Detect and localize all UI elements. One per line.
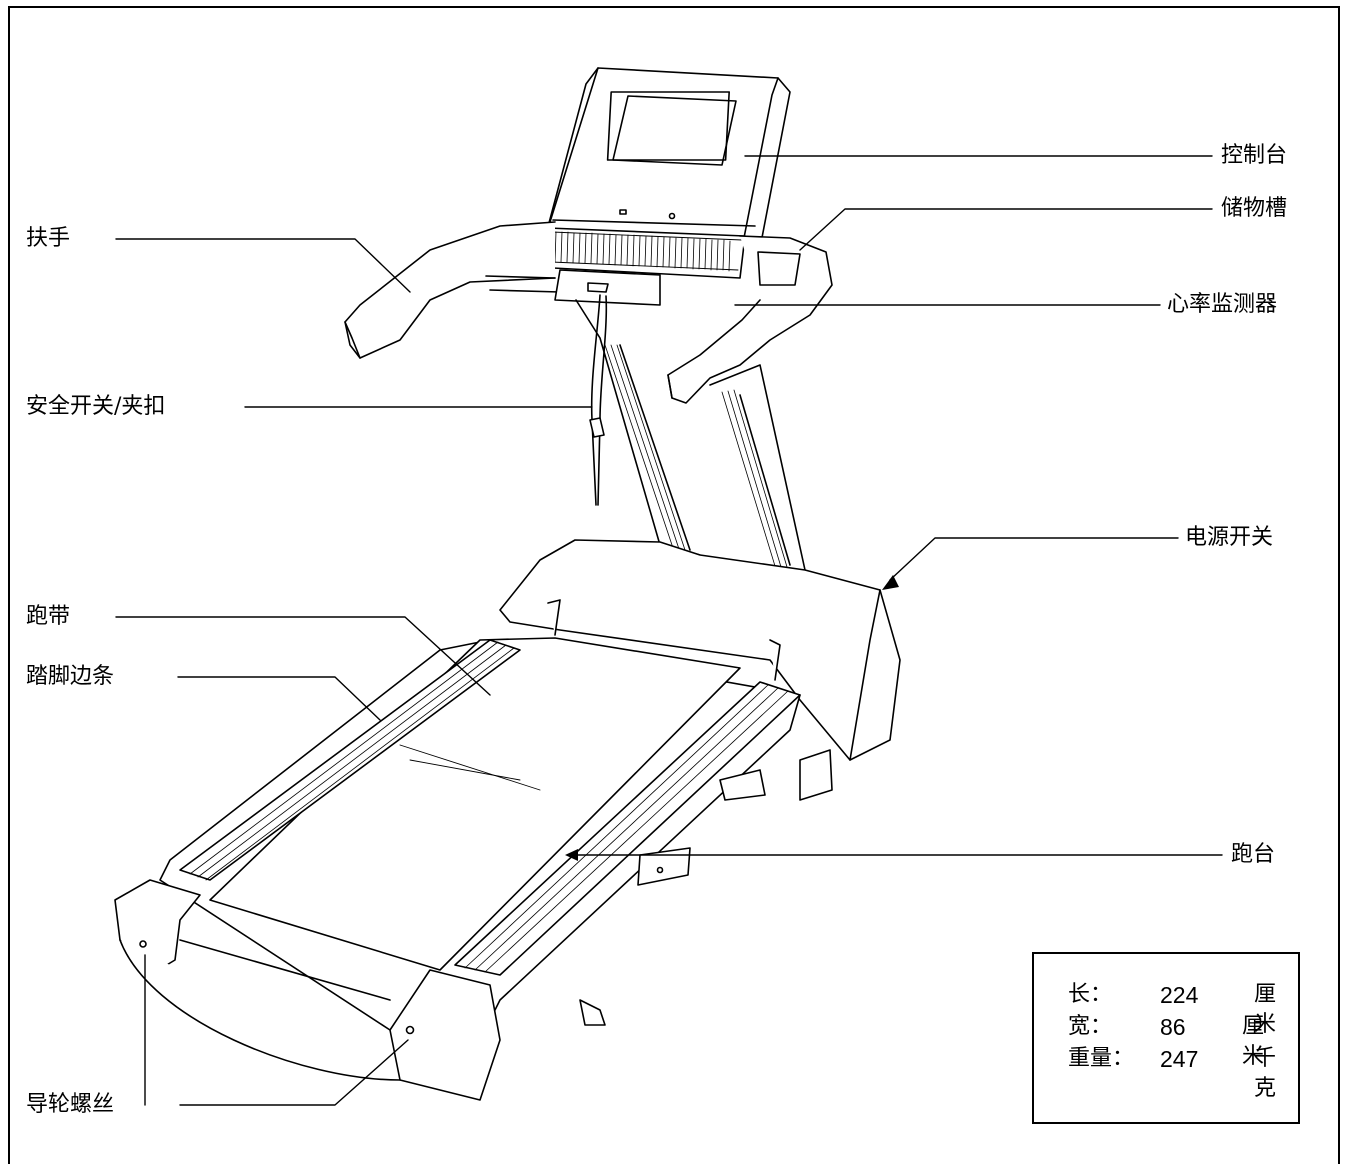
deck [159,637,801,1061]
spec-length-unit: 厘米 [1254,982,1277,1037]
spec-length-value: 224 [1160,982,1199,1008]
spec-width-key: 宽： [1068,1014,1113,1039]
spec-length-key: 长： [1068,982,1113,1007]
label-storage-tray: 储物槽 [1221,196,1288,221]
handrails [344,221,833,404]
label-foot-rail: 踏脚边条 [26,664,115,689]
frame-details [579,749,833,1026]
label-power-switch: 电源开关 [1185,525,1274,550]
console-housing [544,67,791,279]
rear-caps [114,879,501,1101]
spec-width-value: 86 [1160,1014,1186,1040]
label-console: 控制台 [1221,143,1288,168]
label-idler-roller-bolt: 导轮螺丝 [26,1092,115,1117]
motor-hood [499,539,901,761]
label-walking-belt: 跑带 [26,604,71,629]
specifications-box: 长： 224 厘米 宽： 86 厘米 重量： 247 千克 [1032,952,1300,1124]
label-safety-key: 安全开关/夹扣 [26,394,166,419]
spec-width-unit: 厘米 [1242,1014,1265,1069]
leader-lines [115,155,1223,1106]
spec-weight-key: 重量： [1068,1046,1135,1071]
spec-weight-unit: 千克 [1254,1046,1277,1101]
right-foot-rail [454,681,801,976]
label-heart-rate-monitor: 心率监测器 [1167,292,1278,317]
pulse-unit [554,269,661,506]
label-deck: 跑台 [1231,842,1276,867]
diagram-frame [8,6,1340,1164]
spec-weight-value: 247 [1160,1046,1199,1072]
label-handrail: 扶手 [26,226,71,251]
left-foot-rail [179,639,521,881]
